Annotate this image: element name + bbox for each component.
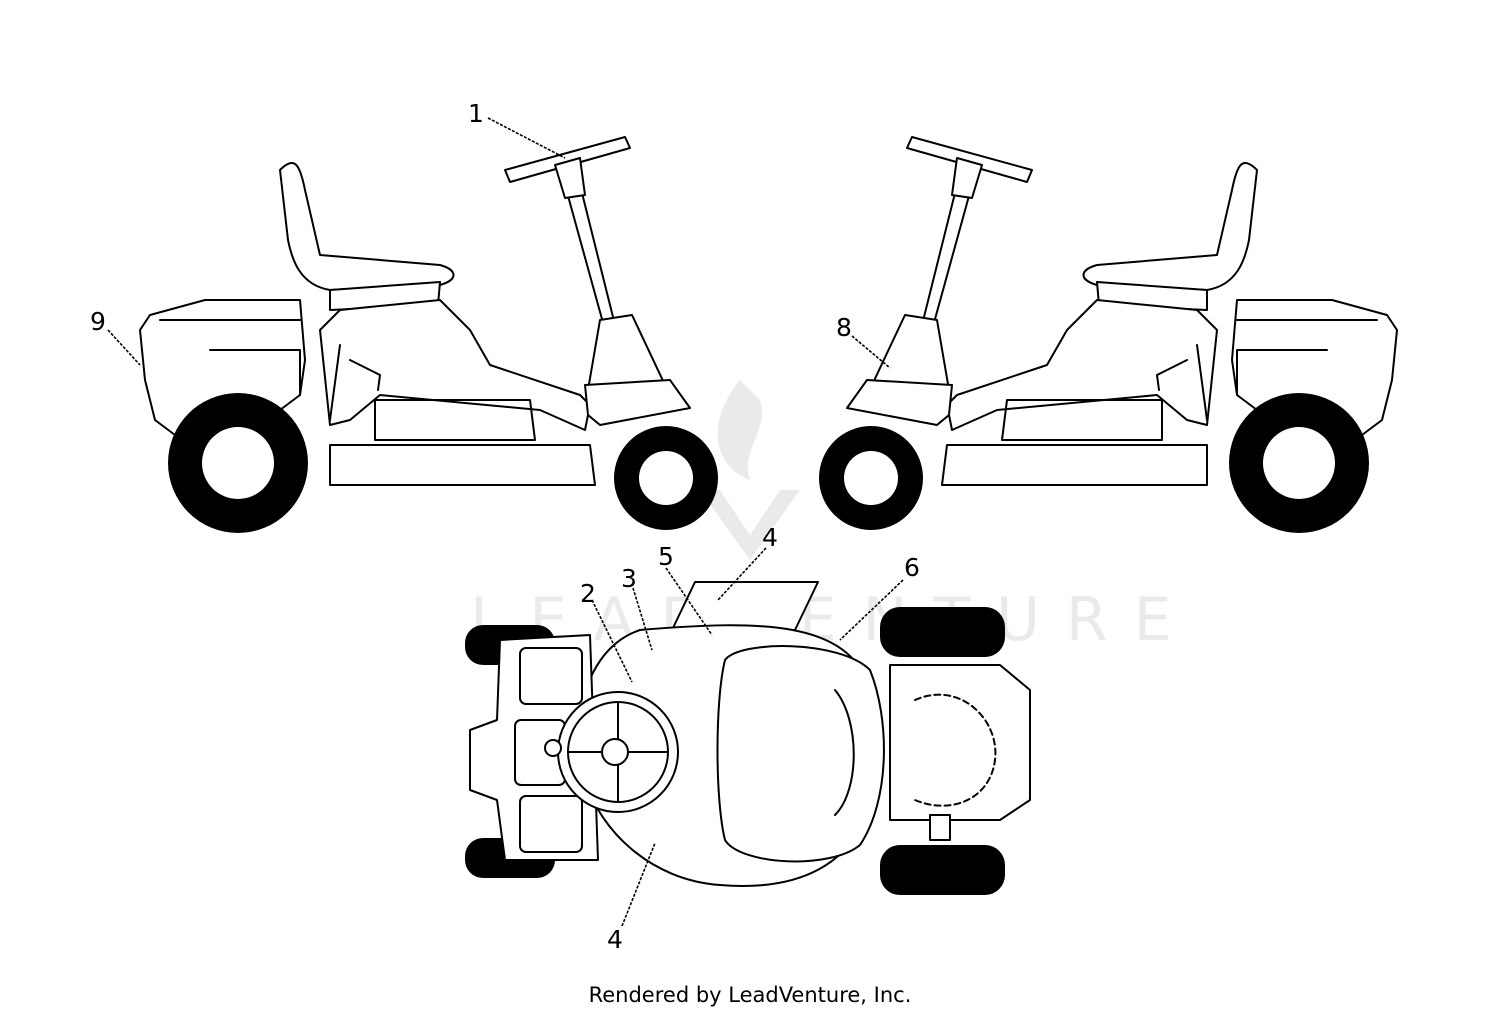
footer-credit: Rendered by LeadVenture, Inc. — [588, 983, 912, 1007]
mower-side-view-left — [139, 136, 718, 533]
callout-1: 1 — [468, 99, 484, 128]
callout-4-top: 4 — [762, 523, 778, 552]
mower-side-view-right — [819, 136, 1398, 533]
callout-8: 8 — [836, 313, 852, 342]
callout-4-bottom: 4 — [607, 925, 623, 954]
callout-3: 3 — [621, 564, 637, 593]
callout-2: 2 — [580, 579, 596, 608]
callouts: 1 2 3 4 5 6 8 9 4 — [90, 99, 920, 954]
callout-9: 9 — [90, 307, 106, 336]
callout-6: 6 — [904, 553, 920, 582]
callout-5: 5 — [658, 542, 674, 571]
mower-top-view — [465, 581, 1031, 895]
leader-lines — [107, 117, 904, 927]
